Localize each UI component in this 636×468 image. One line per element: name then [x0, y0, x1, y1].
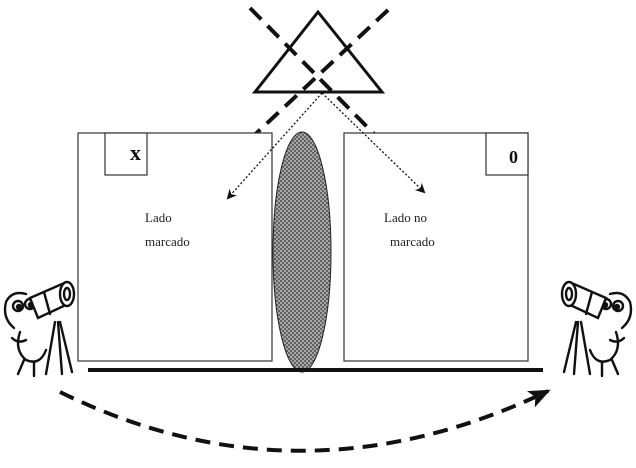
- left-panel: x Lado marcado: [77, 132, 273, 362]
- right-observer: [560, 280, 633, 378]
- left-panel-label-line1: Lado: [145, 210, 172, 225]
- triangle-source-icon: [251, 9, 386, 94]
- dashed-ray-left: [248, 6, 382, 142]
- left-observer: [3, 280, 76, 378]
- camera-observer-icon: [560, 280, 633, 378]
- left-panel-label-line2: marcado: [145, 234, 190, 249]
- light-source: [245, 6, 390, 144]
- right-corner-box: [485, 132, 529, 176]
- right-panel-label-line2: marcado: [390, 234, 435, 249]
- left-corner-box: [104, 132, 148, 176]
- dashed-ray-right: [245, 8, 390, 144]
- dotted-arrow-left: [226, 92, 323, 200]
- camera-observer-icon: [3, 280, 76, 378]
- left-corner-mark: x: [130, 140, 141, 165]
- right-panel: 0 Lado no marcado: [343, 132, 529, 362]
- central-ellipse: [272, 131, 332, 373]
- right-panel-label-line1: Lado no: [384, 210, 427, 225]
- right-corner-mark: 0: [509, 147, 518, 167]
- curved-dashed-arrow: [59, 389, 551, 453]
